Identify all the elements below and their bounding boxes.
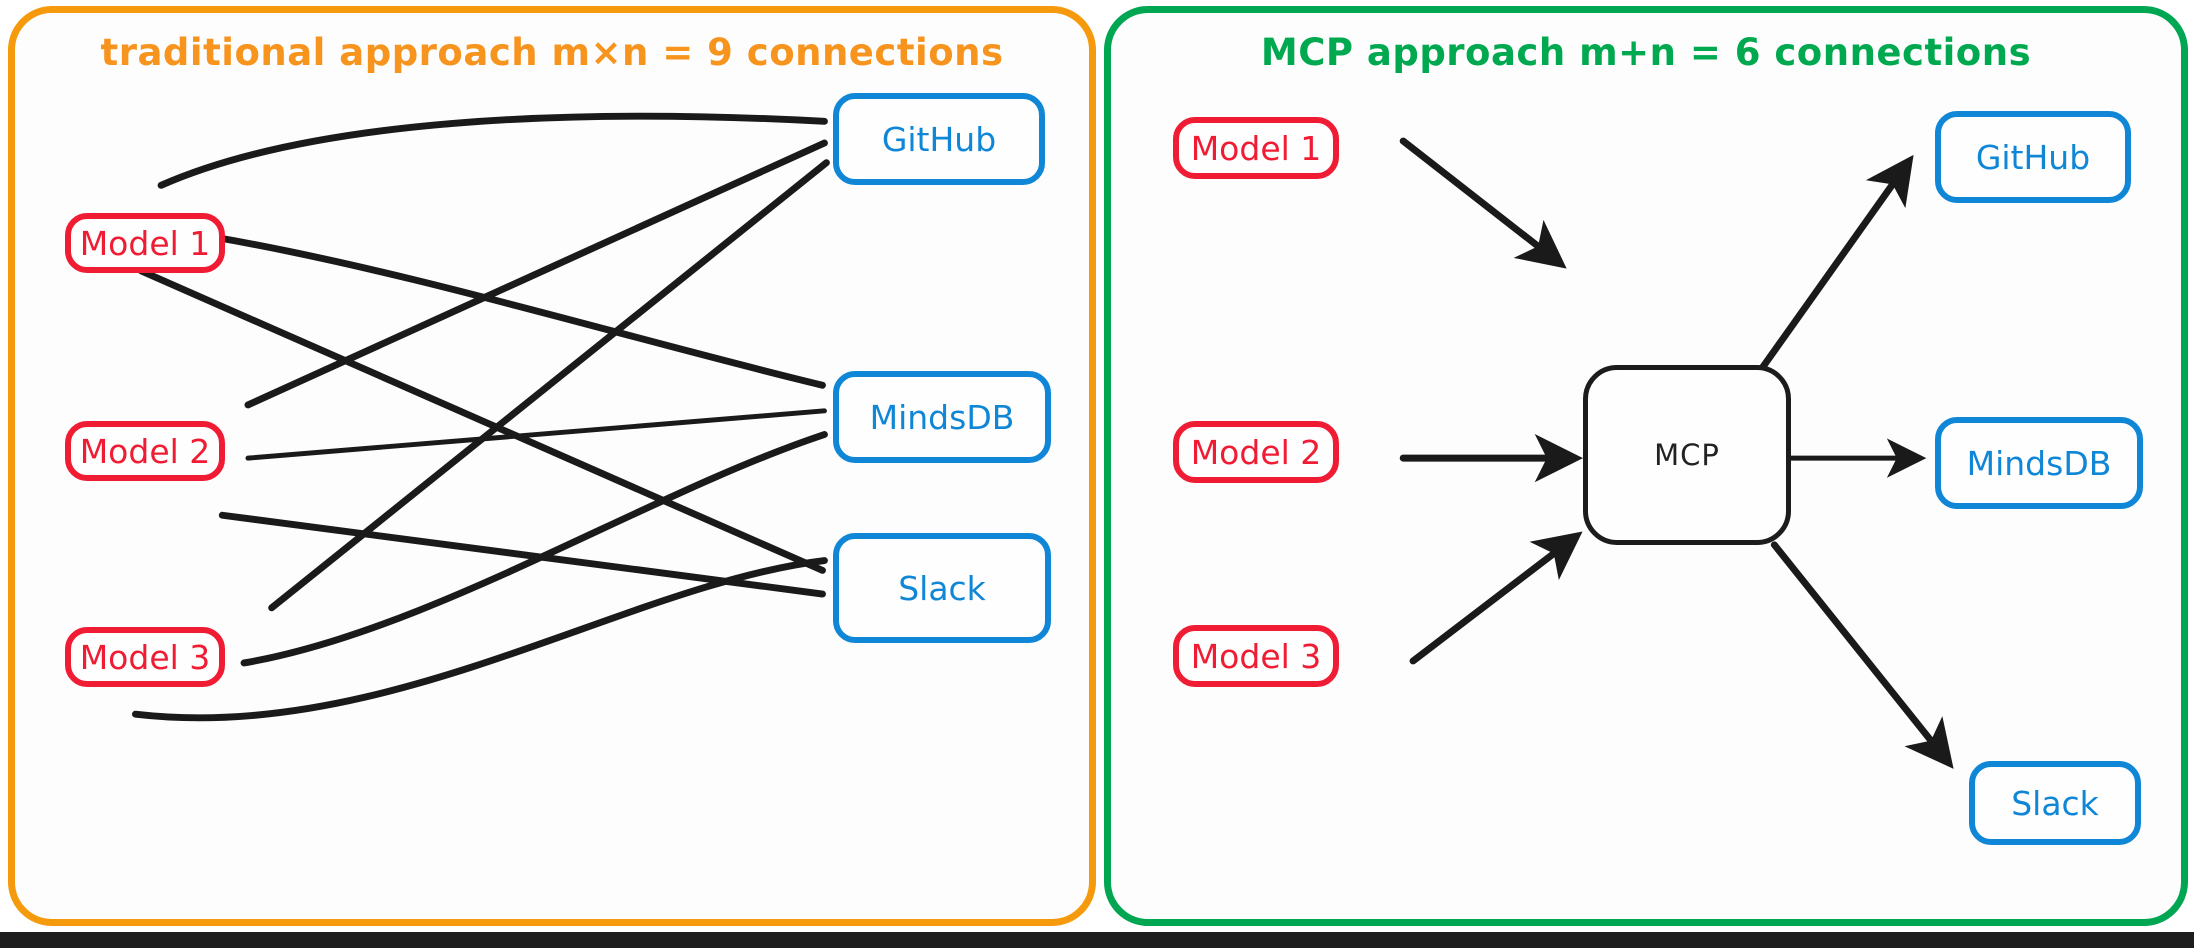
mcp-panel-title: MCP approach m+n = 6 connections	[1260, 31, 2032, 74]
node-label: MCP	[1654, 438, 1720, 472]
arrow-model1-to-mcp	[1399, 137, 1567, 269]
node-model-3[interactable]: Model 3	[65, 627, 225, 687]
node-mcp-hub[interactable]: MCP	[1583, 365, 1791, 545]
node-service-mindsdb[interactable]: MindsDB	[833, 371, 1051, 463]
node-model-1[interactable]: Model 1	[65, 213, 225, 273]
node-mcp-model-3[interactable]: Model 3	[1173, 625, 1339, 687]
node-label: Slack	[898, 568, 986, 608]
node-service-slack[interactable]: Slack	[833, 533, 1051, 643]
node-label: Slack	[2011, 783, 2099, 823]
node-mcp-model-2[interactable]: Model 2	[1173, 421, 1339, 483]
wire-model3-github	[268, 159, 830, 612]
node-mcp-service-slack[interactable]: Slack	[1969, 761, 2141, 845]
node-service-github[interactable]: GitHub	[833, 93, 1045, 185]
wire-model1-github	[157, 112, 828, 189]
node-label: Model 2	[1190, 432, 1322, 472]
node-label: MindsDB	[869, 397, 1015, 437]
wire-model1-mindsdb	[212, 234, 826, 389]
traditional-panel-title: traditional approach m×n = 9 connections	[100, 31, 1004, 74]
wire-model2-slack	[218, 511, 826, 598]
arrow-mcp-to-github	[1759, 154, 1914, 371]
bottom-bar	[0, 932, 2194, 948]
node-label: GitHub	[881, 119, 997, 159]
node-label: Model 2	[79, 431, 211, 471]
node-label: Model 3	[79, 637, 211, 677]
node-mcp-service-mindsdb[interactable]: MindsDB	[1935, 417, 2143, 509]
arrow-model3-to-mcp	[1409, 531, 1583, 665]
wire-model1-slack	[137, 267, 826, 574]
node-label: Model 1	[1190, 128, 1322, 168]
node-label: MindsDB	[1966, 443, 2112, 483]
traditional-approach-panel: traditional approach m×n = 9 connections…	[8, 6, 1096, 926]
node-label: Model 1	[79, 223, 211, 263]
node-label: GitHub	[1975, 137, 2091, 177]
wire-model2-mindsdb	[245, 408, 827, 461]
wire-model3-slack	[131, 557, 828, 722]
mcp-approach-panel: MCP approach m+n = 6 connections Model 1	[1104, 6, 2188, 926]
node-model-2[interactable]: Model 2	[65, 421, 225, 481]
node-mcp-service-github[interactable]: GitHub	[1935, 111, 2131, 203]
wire-model3-mindsdb	[240, 431, 828, 667]
arrow-mcp-to-slack	[1770, 541, 1954, 769]
node-label: Model 3	[1190, 636, 1322, 676]
node-mcp-model-1[interactable]: Model 1	[1173, 117, 1339, 179]
wire-model2-github	[244, 139, 828, 409]
